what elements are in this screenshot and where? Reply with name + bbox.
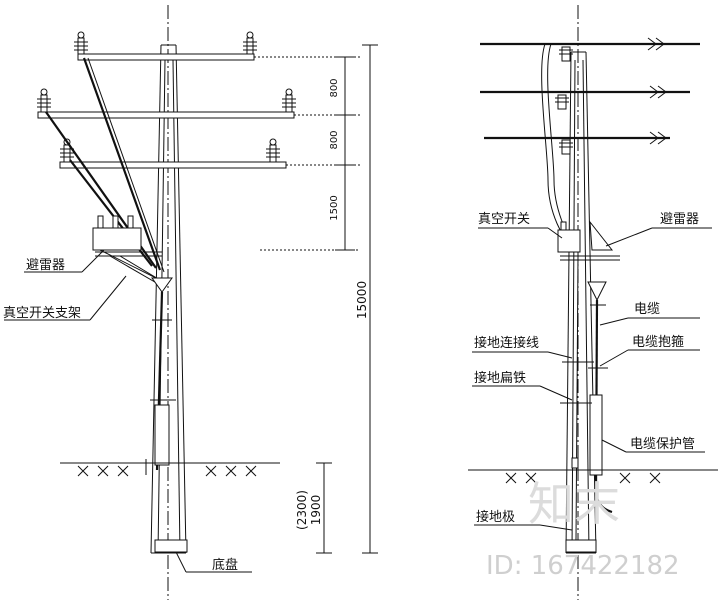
label-cable: 电缆 (634, 301, 660, 317)
insulator-icon (559, 46, 573, 62)
dimension-chain (254, 44, 378, 554)
base-plate-side (565, 539, 597, 553)
left-elevation-view: 800 800 1500 15000 1900 (2300) 避雷器 真空开关支… (3, 5, 378, 600)
insulator-icon (37, 88, 51, 113)
right-side-view: 真空开关 避雷器 电缆 接地连接线 电缆抱箍 接地扁铁 电缆保护管 接地极 (468, 5, 718, 600)
ground-surface (60, 459, 280, 477)
label-cable-protection-pipe: 电缆保护管 (630, 436, 695, 452)
label-switch-bracket: 真空开关支架 (3, 306, 81, 321)
watermark-id: ID: 167422182 (486, 551, 680, 581)
dimension-label: 800 (329, 78, 340, 97)
leader-lines-right (472, 227, 712, 531)
insulator-icon (74, 31, 88, 55)
insulator-icon (282, 88, 296, 113)
label-cable-hoop: 电缆抱箍 (632, 334, 684, 350)
cross-arm-top (77, 53, 255, 61)
insulator-icon (555, 94, 569, 110)
label-ground-flat-iron: 接地扁铁 (474, 370, 526, 386)
label-ground-connector: 接地连接线 (474, 335, 539, 351)
watermark: 知末 ID: 167422182 (486, 477, 680, 581)
leader-lines-left (4, 249, 252, 573)
label-arrester: 避雷器 (26, 258, 65, 273)
cross-arm-middle (37, 111, 295, 119)
insulator-icon (266, 138, 280, 163)
base-plate (154, 539, 188, 553)
insulator-icon (559, 139, 573, 155)
burial-depth-alt-label: (2300) (295, 490, 309, 530)
cross-arm-lower (59, 161, 287, 169)
overhead-conductors (480, 37, 700, 145)
pole-ground-cable (150, 277, 176, 471)
dimension-label: 1500 (329, 195, 340, 220)
insulator-icon (243, 31, 257, 55)
vacuum-switch-side (557, 221, 581, 253)
burial-depth-label: 1900 (309, 495, 323, 526)
ground-surface-side (468, 469, 718, 484)
cable-side (587, 281, 613, 514)
switch-bracket (95, 251, 162, 286)
dimension-label: 800 (329, 130, 340, 149)
label-vacuum-switch: 真空开关 (478, 212, 530, 227)
total-height-label: 15000 (355, 281, 369, 319)
watermark-logo: 知末 (528, 477, 620, 531)
ground-wire-side (560, 255, 594, 541)
label-ground-electrode: 接地极 (476, 509, 515, 525)
vacuum-switch-box (92, 215, 161, 281)
arrester-side (560, 220, 620, 261)
label-arrester-right: 避雷器 (660, 212, 699, 227)
label-base-plate: 底盘 (212, 557, 238, 573)
